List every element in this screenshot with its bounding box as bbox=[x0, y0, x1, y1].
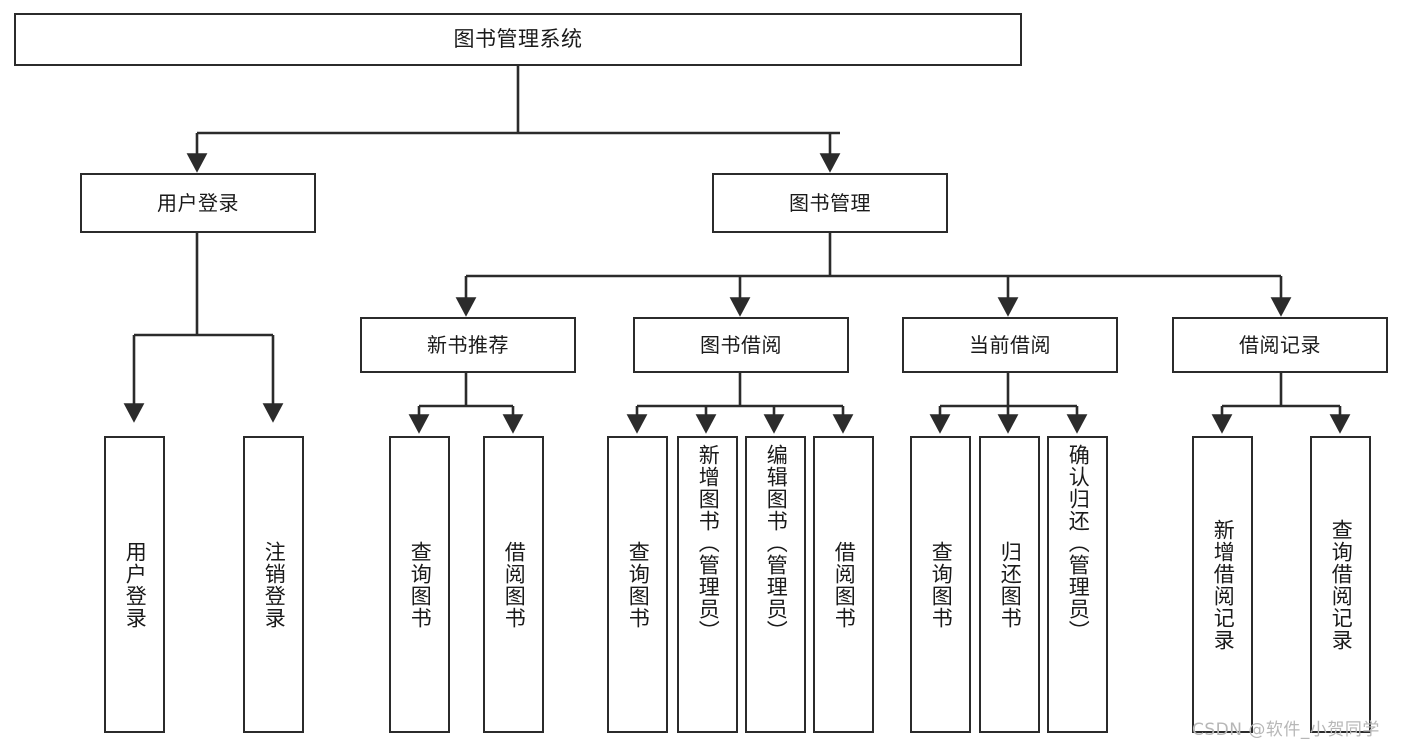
node-borrow-record[interactable]: 借阅记录 bbox=[1172, 317, 1388, 373]
node-root-label: 图书管理系统 bbox=[453, 26, 583, 51]
csdn-watermark: CSDN @软件_小贺同学 bbox=[1192, 720, 1380, 740]
node-new-book-recommend[interactable]: 新书推荐 bbox=[360, 317, 576, 373]
node-borrow-record-label: 借阅记录 bbox=[1239, 332, 1321, 357]
node-root[interactable]: 图书管理系统 bbox=[14, 13, 1022, 66]
leaf-logout-login-label: 注销登录 bbox=[262, 540, 287, 629]
node-user-login-label: 用户登录 bbox=[157, 190, 239, 215]
leaf-add-borrow-record[interactable]: 新增借阅记录 bbox=[1192, 436, 1253, 733]
node-book-manage-label: 图书管理 bbox=[789, 190, 871, 215]
leaf-query-book-3-label: 查询图书 bbox=[929, 540, 954, 629]
leaf-add-book[interactable]: 新增图书（管理员） bbox=[677, 436, 738, 733]
leaf-confirm-return-label: 确认归还（管理员） bbox=[1066, 444, 1091, 642]
leaf-confirm-return[interactable]: 确认归还（管理员） bbox=[1047, 436, 1108, 733]
leaf-query-book-2[interactable]: 查询图书 bbox=[607, 436, 668, 733]
node-book-borrow[interactable]: 图书借阅 bbox=[633, 317, 849, 373]
leaf-logout-login[interactable]: 注销登录 bbox=[243, 436, 304, 733]
leaf-query-book-3[interactable]: 查询图书 bbox=[910, 436, 971, 733]
node-book-borrow-label: 图书借阅 bbox=[700, 332, 782, 357]
leaf-add-book-label: 新增图书（管理员） bbox=[696, 444, 721, 642]
leaf-return-book[interactable]: 归还图书 bbox=[979, 436, 1040, 733]
leaf-borrow-book-1[interactable]: 借阅图书 bbox=[483, 436, 544, 733]
leaf-query-book-1-label: 查询图书 bbox=[408, 540, 433, 629]
leaf-query-book-1[interactable]: 查询图书 bbox=[389, 436, 450, 733]
node-new-book-recommend-label: 新书推荐 bbox=[427, 332, 509, 357]
leaf-query-borrow-record[interactable]: 查询借阅记录 bbox=[1310, 436, 1371, 733]
leaf-add-borrow-record-label: 新增借阅记录 bbox=[1211, 518, 1236, 651]
leaf-query-book-2-label: 查询图书 bbox=[626, 540, 651, 629]
leaf-edit-book-label: 编辑图书（管理员） bbox=[764, 444, 789, 642]
leaf-user-login[interactable]: 用户登录 bbox=[104, 436, 165, 733]
leaf-borrow-book-2[interactable]: 借阅图书 bbox=[813, 436, 874, 733]
node-current-borrow[interactable]: 当前借阅 bbox=[902, 317, 1118, 373]
node-book-manage[interactable]: 图书管理 bbox=[712, 173, 948, 233]
leaf-return-book-label: 归还图书 bbox=[998, 540, 1023, 629]
leaf-borrow-book-2-label: 借阅图书 bbox=[832, 540, 857, 629]
leaf-query-borrow-record-label: 查询借阅记录 bbox=[1329, 518, 1354, 651]
node-current-borrow-label: 当前借阅 bbox=[969, 332, 1051, 357]
leaf-edit-book[interactable]: 编辑图书（管理员） bbox=[745, 436, 806, 733]
node-user-login[interactable]: 用户登录 bbox=[80, 173, 316, 233]
leaf-user-login-label: 用户登录 bbox=[123, 540, 148, 629]
leaf-borrow-book-1-label: 借阅图书 bbox=[502, 540, 527, 629]
